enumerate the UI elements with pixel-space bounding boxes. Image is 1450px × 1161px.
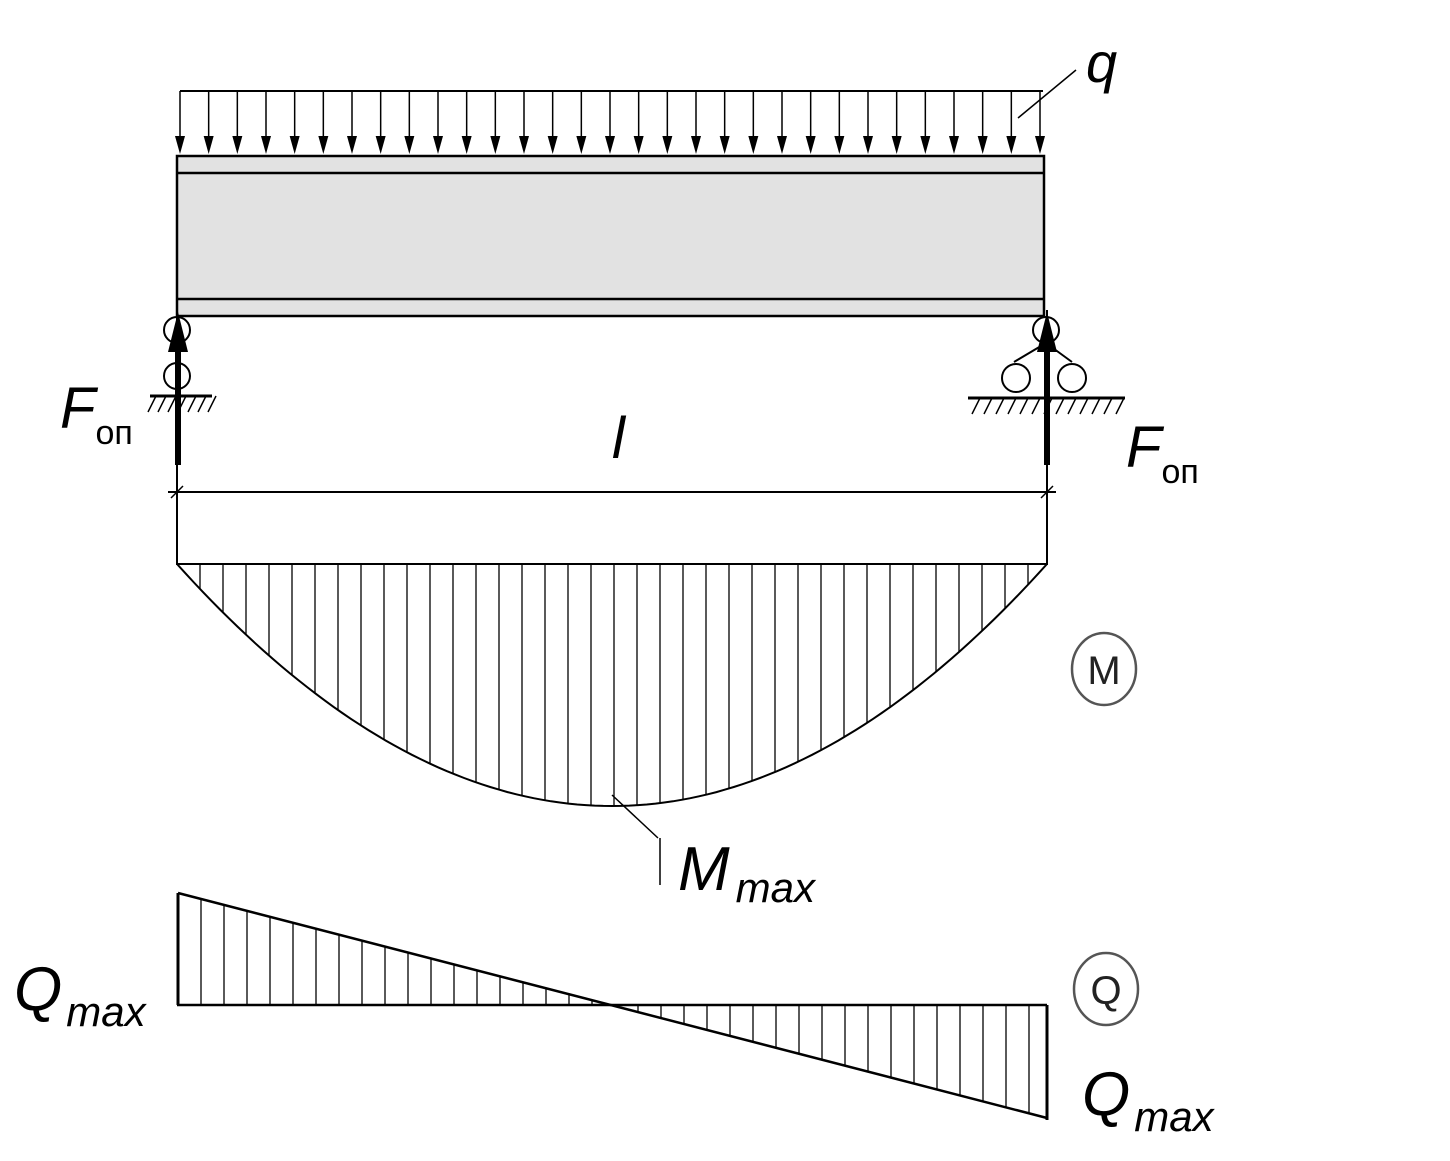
shear-line (177, 891, 1048, 1120)
span-dimension: l (168, 310, 1056, 565)
span-label: l (612, 406, 627, 471)
load-arrow-head (433, 136, 443, 154)
left-support-hatch (147, 395, 217, 413)
load-arrow-head (834, 136, 845, 154)
load-arrow-head (347, 136, 357, 154)
svg-text:Q: Q (1090, 969, 1121, 1013)
load-arrow-head (232, 136, 243, 154)
load-arrow-head (289, 136, 300, 154)
load-arrow-head (633, 136, 644, 154)
load-arrow-head (891, 136, 902, 154)
left-reaction-label: Fоп (60, 376, 133, 452)
moment-max-leader (611, 794, 659, 839)
load-arrow-head (691, 136, 701, 154)
load-arrow-head (404, 136, 415, 154)
shear-diagram: Qmax Qmax (14, 891, 1216, 1140)
moment-hatch (199, 564, 1029, 806)
shear-diagram-tag: Q (1072, 951, 1140, 1027)
shear-max-left-label: Qmax (14, 955, 148, 1035)
shear-hatch (200, 898, 1030, 1114)
load-arrow-head (175, 136, 185, 154)
load-arrow-head (662, 136, 673, 154)
load-arrow-head (461, 136, 472, 154)
load-label: q (1086, 31, 1117, 94)
shear-max-right-label: Qmax (1082, 1060, 1216, 1140)
beam (175, 154, 1046, 318)
load-arrow-head (519, 136, 529, 154)
load-arrow-head (1035, 136, 1045, 154)
load-arrow-head (261, 136, 271, 154)
load-arrow-head (203, 136, 214, 154)
load-arrow-head (805, 136, 816, 154)
load-arrow-head (863, 136, 873, 154)
load-arrow-head (719, 136, 730, 154)
load-arrow-head (490, 136, 501, 154)
load-leader-line (1017, 69, 1077, 119)
load-arrow-head (777, 136, 787, 154)
moment-diagram-tag: M (1070, 631, 1138, 707)
load-arrows (175, 91, 1045, 154)
load-arrow-head (318, 136, 329, 154)
distributed-load: q (175, 31, 1117, 154)
load-arrow-head (375, 136, 386, 154)
load-arrow-head (977, 136, 988, 154)
load-arrow-head (748, 136, 759, 154)
load-arrow-head (547, 136, 558, 154)
load-arrow-head (949, 136, 959, 154)
load-arrow-head (1006, 136, 1017, 154)
right-reaction-label: Fоп (1126, 415, 1199, 491)
svg-text:M: M (1087, 649, 1120, 693)
load-arrow-head (920, 136, 931, 154)
load-arrow-head (605, 136, 615, 154)
moment-curve (176, 563, 1048, 808)
load-arrow-head (576, 136, 587, 154)
